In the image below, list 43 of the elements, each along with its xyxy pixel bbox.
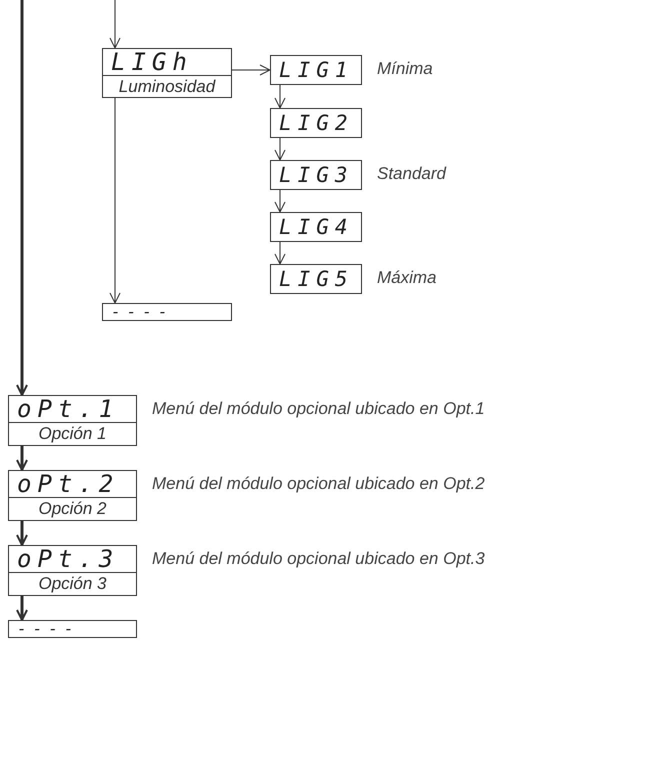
display-readout: oPt.3 xyxy=(16,546,120,572)
display-readout: ---- xyxy=(110,304,175,320)
display-box xyxy=(270,212,362,242)
option-description: Menú del módulo opcional ubicado en Opt.3 xyxy=(152,549,485,569)
display-box xyxy=(102,48,232,98)
arrow xyxy=(16,521,28,546)
arrow xyxy=(232,64,270,76)
display-readout: ---- xyxy=(16,621,81,637)
display-box xyxy=(8,395,137,446)
display-box xyxy=(270,55,362,85)
display-caption: Opción 3 xyxy=(9,572,136,595)
display-readout: LIG2 xyxy=(278,110,355,137)
display-readout: oPt.2 xyxy=(16,471,120,497)
arrow xyxy=(110,98,120,304)
option-description: Máxima xyxy=(377,268,437,288)
arrow xyxy=(274,242,286,264)
display-box xyxy=(270,108,362,138)
display-readout: LIG1 xyxy=(278,57,355,84)
display-box xyxy=(270,160,362,190)
option-description: Mínima xyxy=(377,59,433,79)
option-description: Standard xyxy=(377,164,446,184)
display-box xyxy=(8,545,137,596)
display-readout: LIG4 xyxy=(278,214,355,241)
option-description: Menú del módulo opcional ubicado en Opt.1 xyxy=(152,399,485,419)
arrow xyxy=(16,596,28,621)
display-box xyxy=(102,303,232,321)
arrow xyxy=(16,0,28,396)
display-readout: LIG3 xyxy=(278,162,355,189)
display-box xyxy=(270,264,362,294)
arrow xyxy=(110,0,120,48)
display-box xyxy=(8,470,137,521)
arrow xyxy=(274,138,286,160)
option-description: Menú del módulo opcional ubicado en Opt.2 xyxy=(152,474,485,494)
display-caption: Opción 1 xyxy=(9,422,136,445)
arrow xyxy=(274,190,286,212)
display-readout: LIG5 xyxy=(278,266,355,293)
display-box xyxy=(8,620,137,638)
display-readout: oPt.1 xyxy=(16,396,120,422)
arrow xyxy=(16,446,28,471)
display-caption: Luminosidad xyxy=(103,75,231,97)
display-caption: Opción 2 xyxy=(9,497,136,520)
arrow xyxy=(274,84,286,108)
display-readout: LIGh xyxy=(110,49,194,75)
